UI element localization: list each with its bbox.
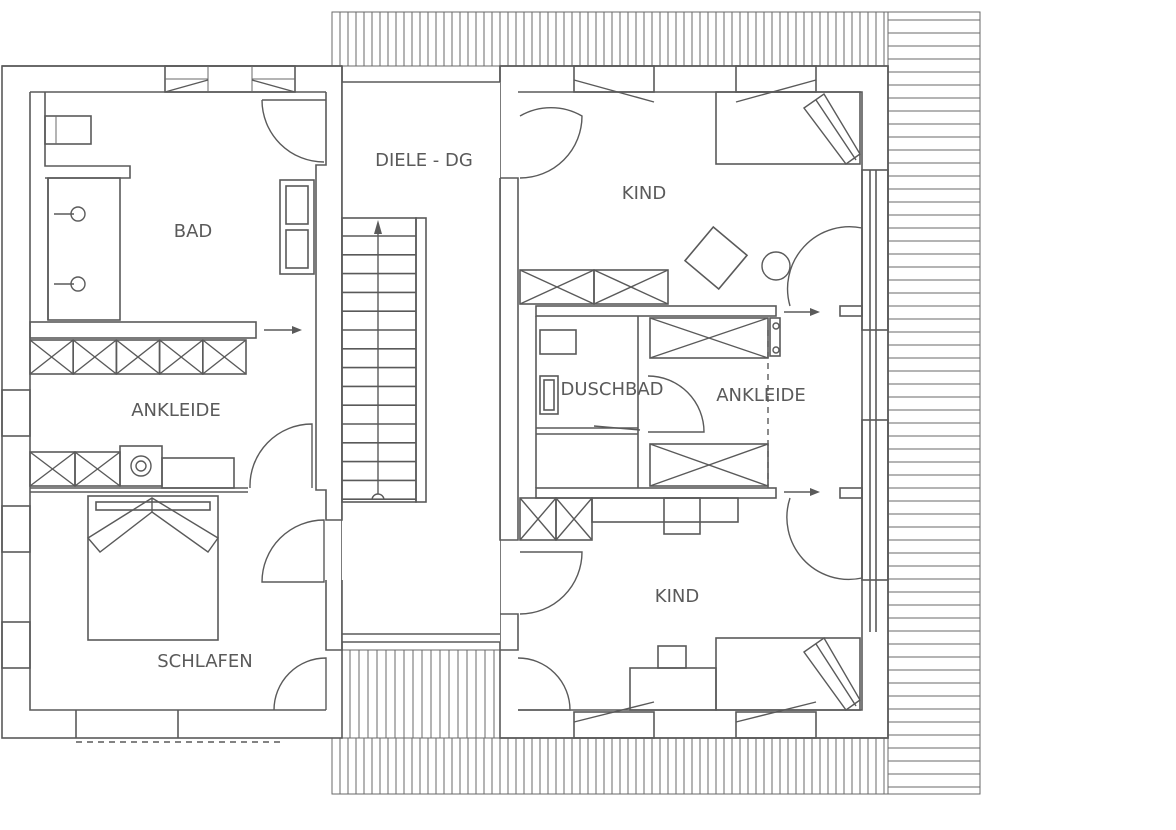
hatch-line xyxy=(519,269,595,305)
hatch-line xyxy=(593,269,669,305)
label-kind-top: KIND xyxy=(622,183,666,204)
ankleide-left-fixtures xyxy=(119,445,235,489)
roof-hatch-top xyxy=(331,11,889,67)
hatch-line xyxy=(115,339,161,375)
closet-unit xyxy=(649,443,769,487)
hatch-line xyxy=(29,339,74,375)
balcony-hatch xyxy=(341,649,501,739)
label-kind-bottom: KIND xyxy=(655,586,699,607)
double-bed xyxy=(86,495,220,641)
closet-unit xyxy=(593,269,669,305)
hatch-line xyxy=(72,339,117,375)
label-ankleide-left: ANKLEIDE xyxy=(131,400,221,421)
outer-walls xyxy=(1,65,889,739)
hatch-line xyxy=(555,497,593,541)
roof-hatch-bottom xyxy=(331,737,889,795)
direction-arrows xyxy=(264,308,820,496)
kind-bottom-furniture xyxy=(591,497,861,711)
hatch-line xyxy=(74,451,121,487)
roof-hatch-right xyxy=(887,11,981,795)
staircase xyxy=(341,217,427,503)
hatch-line xyxy=(202,339,247,375)
door-swings xyxy=(164,79,863,723)
label-schlafen: SCHLAFEN xyxy=(157,651,252,672)
label-duschbad: DUSCHBAD xyxy=(560,379,663,400)
hatch-line xyxy=(159,339,204,375)
duschbad-fixtures xyxy=(536,317,781,435)
label-bad: BAD xyxy=(174,221,213,242)
hatch-line xyxy=(519,497,557,541)
closet-unit xyxy=(202,339,247,375)
label-ankleide-right: ANKLEIDE xyxy=(716,385,806,406)
label-diele: DIELE - DG xyxy=(375,150,473,171)
hatch-line xyxy=(649,317,769,359)
room-labels: DIELE - DG BAD ANKLEIDE SCHLAFEN KIND DU… xyxy=(131,150,806,672)
kind-top-furniture xyxy=(683,91,861,291)
closets xyxy=(29,269,769,541)
hatch-line xyxy=(649,443,769,487)
bad-fixtures xyxy=(44,92,315,321)
closet-unit xyxy=(649,317,769,359)
hatch-line xyxy=(29,451,76,487)
